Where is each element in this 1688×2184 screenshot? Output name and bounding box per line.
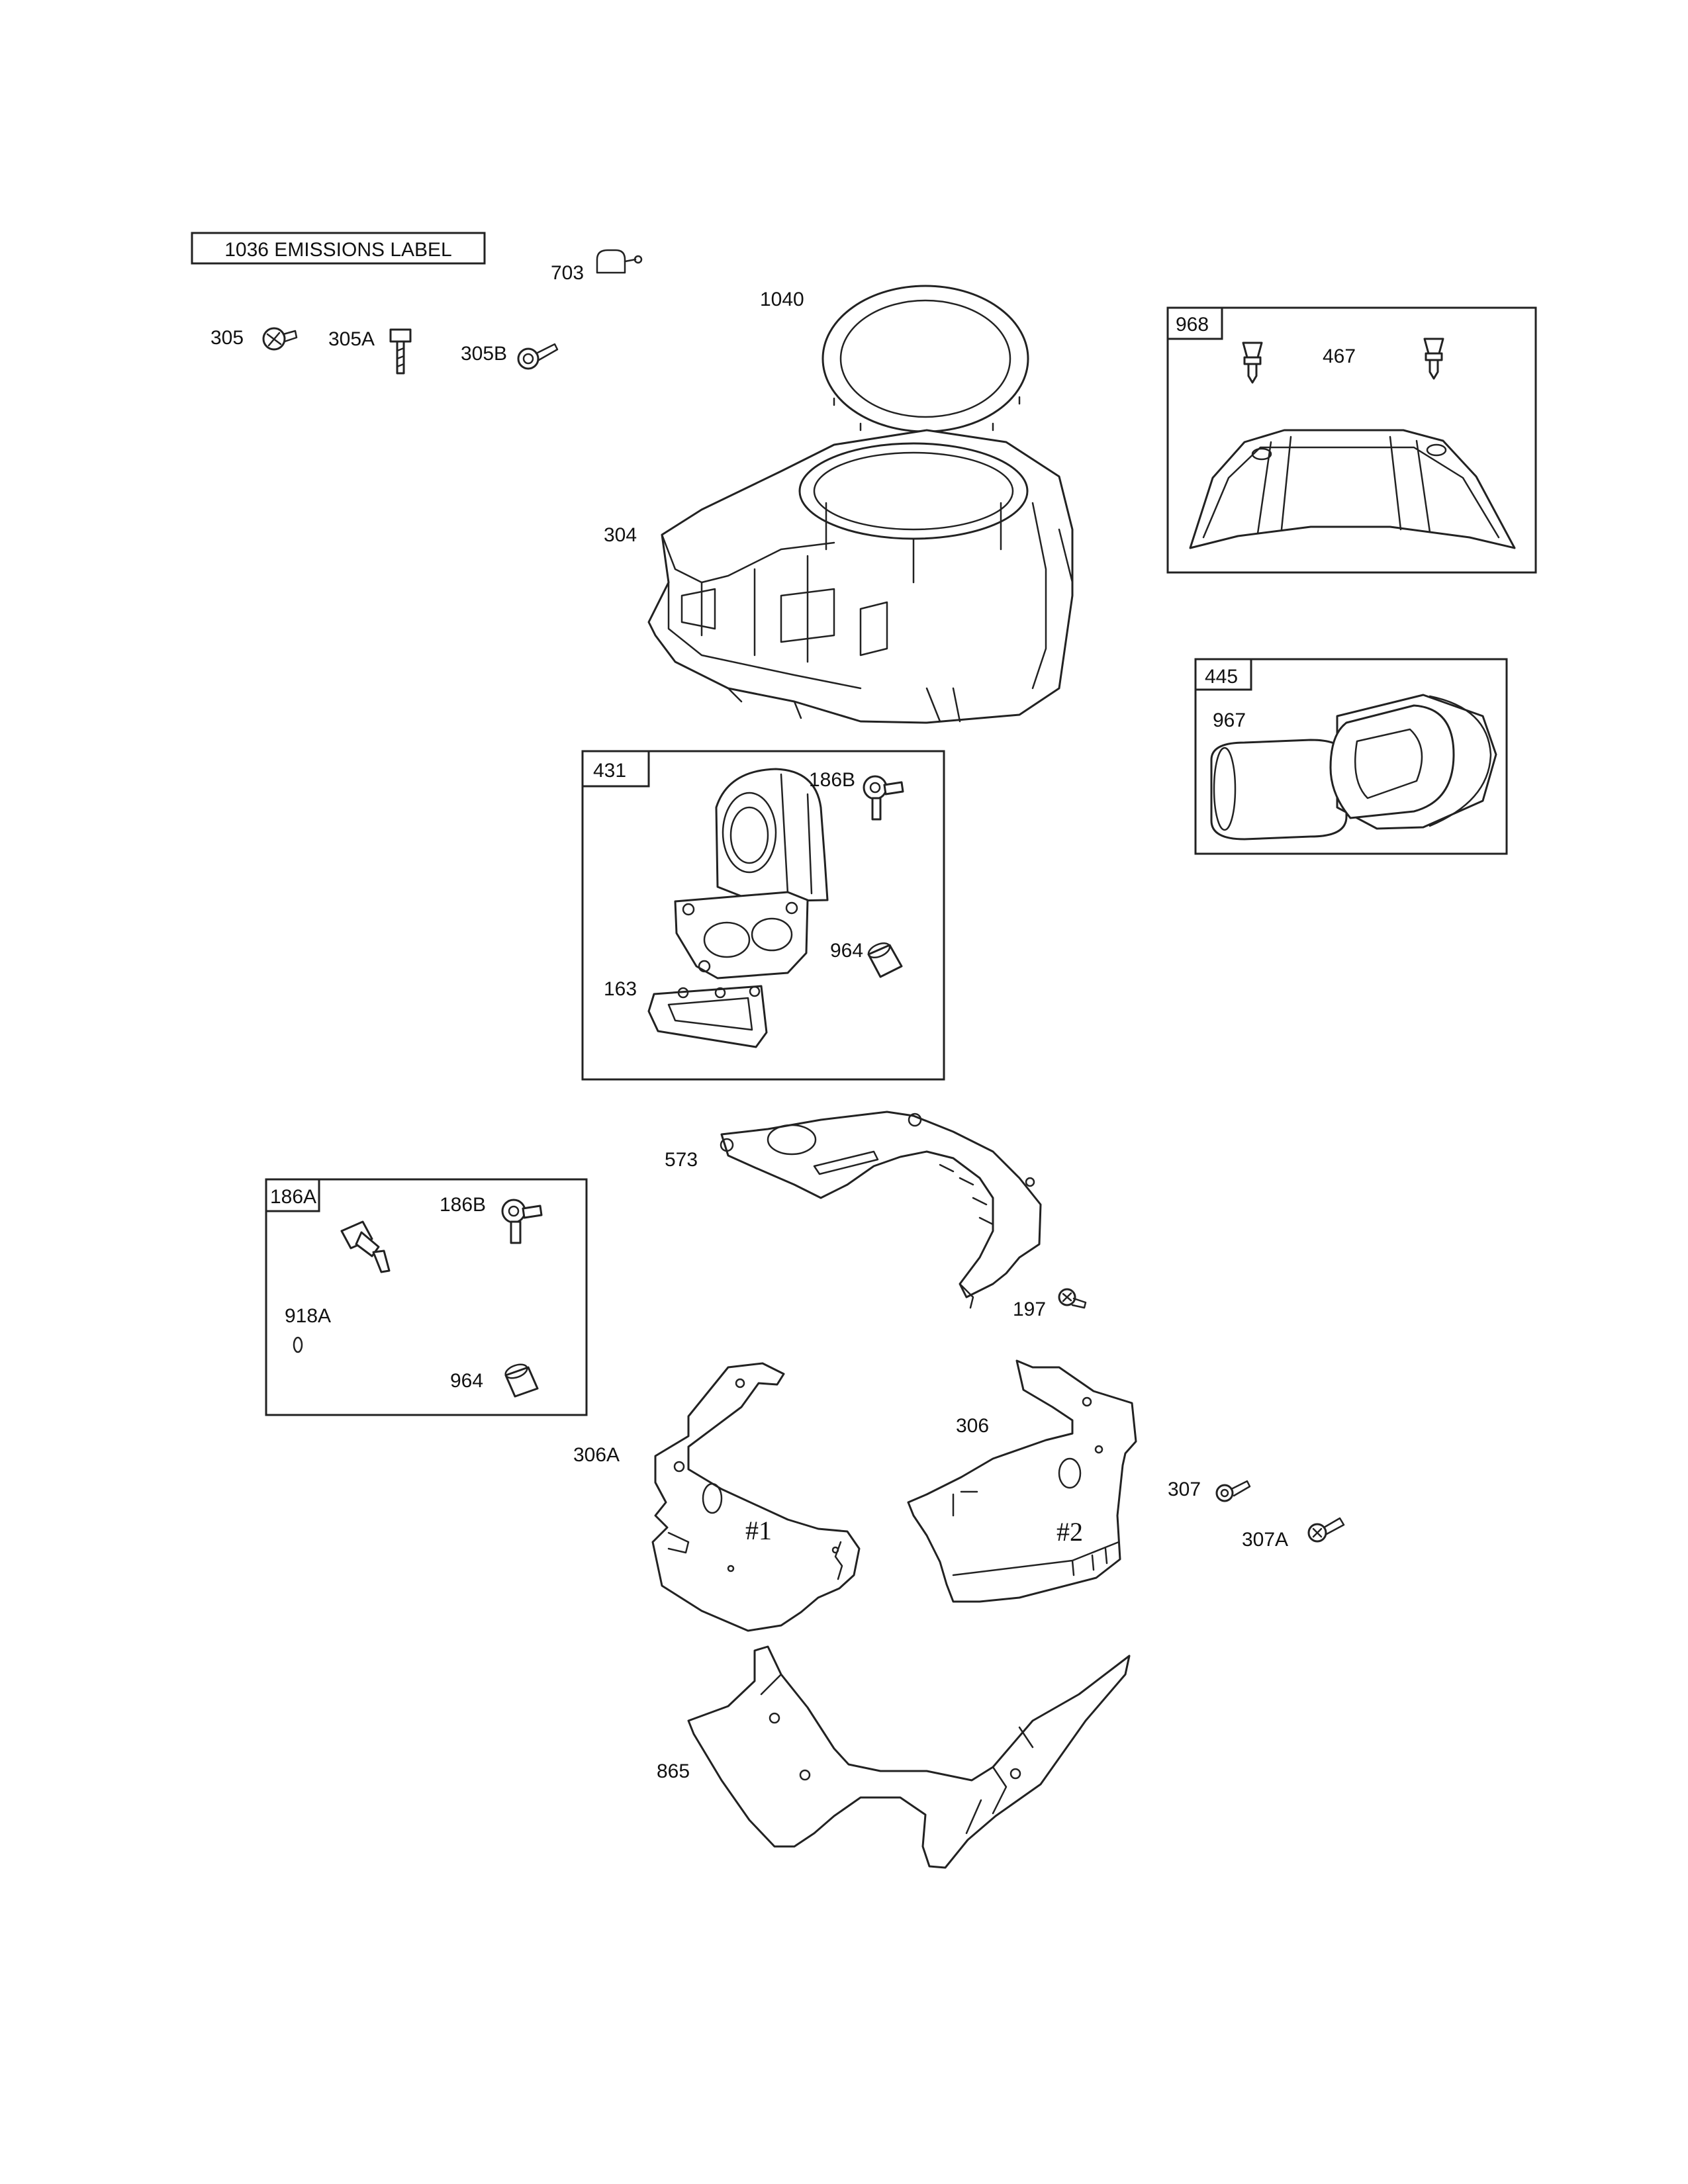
part-573-baffle: [720, 1111, 1042, 1309]
callout-307: 307: [1168, 1479, 1201, 1500]
part-307-screw: [1215, 1480, 1251, 1502]
part-1040-ring: [821, 285, 1029, 433]
kit-968-label: 968: [1176, 314, 1209, 336]
part-186b-fitting-top: [863, 775, 904, 821]
part-307a-screw: [1307, 1517, 1345, 1543]
kit-968-box: 968 467: [1166, 306, 1537, 574]
emissions-label-text: 1036 EMISSIONS LABEL: [224, 239, 452, 261]
callout-964-box: 964: [450, 1370, 483, 1392]
callout-1040: 1040: [760, 289, 804, 310]
callout-967: 967: [1213, 709, 1246, 731]
part-467-fastener-left: [1242, 341, 1263, 384]
part-163-gasket: [647, 985, 768, 1048]
callout-306a: 306A: [573, 1444, 620, 1466]
part-186b-fitting-box: [501, 1199, 543, 1244]
callout-703: 703: [551, 262, 584, 284]
callout-467: 467: [1323, 345, 1356, 367]
kit-445-label: 445: [1205, 666, 1238, 688]
part-431-adapter: [674, 768, 829, 979]
callout-573: 573: [665, 1149, 698, 1171]
part-305-screw: [262, 327, 298, 351]
part-304-blower-housing: [647, 429, 1074, 724]
part-197-screw: [1058, 1288, 1087, 1309]
kit-431-label: 431: [593, 760, 626, 782]
part-305b-screw: [517, 343, 559, 370]
callout-307a: 307A: [1242, 1529, 1288, 1551]
part-968-cover: [1189, 429, 1516, 549]
part-918a-tube: [293, 1226, 482, 1361]
kit-186a-box: 186A 186B 918A 964: [265, 1178, 588, 1416]
shroud-mark-2: #2: [1056, 1517, 1083, 1547]
part-967-air-filter: [1210, 739, 1348, 841]
callout-964-top: 964: [830, 940, 863, 962]
kit-445-box: 445 967: [1194, 658, 1508, 855]
part-306-shroud: #2: [907, 1359, 1137, 1603]
callout-163: 163: [604, 978, 637, 1000]
callout-306: 306: [956, 1415, 989, 1437]
part-703-clamp: [596, 249, 643, 274]
part-865-baffle: [687, 1645, 1131, 1869]
kit-431-box: 431 186B 964: [581, 750, 945, 1081]
callout-865: 865: [657, 1760, 690, 1782]
shroud-mark-1: #1: [745, 1516, 772, 1545]
callout-197: 197: [1013, 1298, 1046, 1320]
part-306a-shroud: #1: [651, 1362, 861, 1632]
callout-305: 305: [211, 327, 244, 349]
callout-305b: 305B: [461, 343, 507, 365]
part-445-filter-housing: [1329, 694, 1497, 830]
part-467-fastener-right: [1423, 338, 1444, 380]
callout-305a: 305A: [328, 328, 375, 350]
emissions-label-box: 1036 EMISSIONS LABEL: [191, 232, 486, 265]
part-305a-bolt: [389, 328, 412, 375]
part-964-hose-box: [504, 1363, 539, 1398]
callout-918a: 918A: [285, 1305, 331, 1327]
callout-304: 304: [604, 524, 637, 546]
part-186a-fitting: [340, 1220, 391, 1273]
callout-186b-box: 186B: [440, 1194, 486, 1216]
part-964-hose-top: [867, 942, 903, 978]
callout-186b-top: 186B: [809, 769, 855, 791]
kit-186a-label: 186A: [270, 1186, 316, 1208]
